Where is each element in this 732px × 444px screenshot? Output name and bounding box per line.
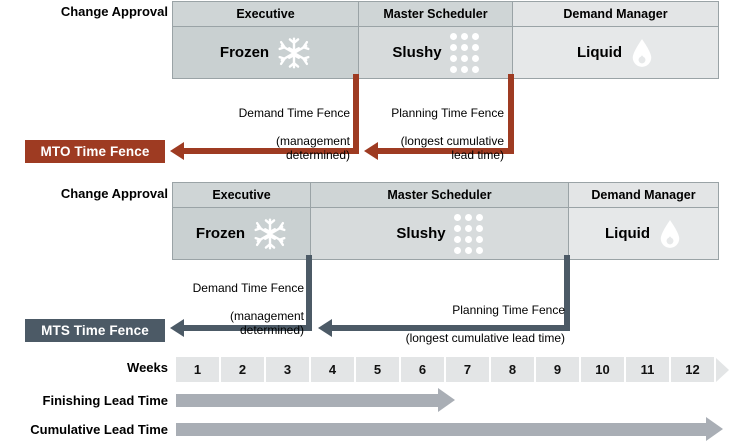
week-cell-6: 6 — [401, 357, 444, 382]
week-cell-11: 11 — [626, 357, 669, 382]
mto-demand-fence-title: Demand Time Fence — [238, 106, 350, 120]
mto-demand-fence-detail: (management determined) — [275, 134, 350, 162]
week-cell-5: 5 — [356, 357, 399, 382]
week-cell-10: 10 — [581, 357, 624, 382]
snowflake-icon — [278, 37, 310, 68]
mts-state-slushy: Slushy — [310, 208, 569, 260]
week-cell-12: 12 — [671, 357, 714, 382]
finishing-lead-time-arrowhead — [438, 388, 455, 412]
week-cell-2: 2 — [221, 357, 264, 382]
mto-change-approval-label: Change Approval — [60, 4, 168, 19]
mts-header-demand-manager: Demand Manager — [568, 182, 719, 208]
mts-header-executive: Executive — [172, 182, 311, 208]
mto-header-executive: Executive — [172, 1, 359, 27]
finishing-lead-time-bar — [176, 394, 438, 407]
slush-dots-icon — [453, 213, 483, 254]
mto-planning-fence-vline — [508, 74, 514, 154]
mto-state-liquid-label: Liquid — [577, 44, 622, 61]
mto-demand-fence-hline — [182, 148, 359, 154]
mto-time-fence-badge: MTO Time Fence — [25, 140, 165, 163]
mts-state-frozen: Frozen — [172, 208, 311, 260]
mts-state-frozen-label: Frozen — [195, 225, 246, 242]
week-cell-9: 9 — [536, 357, 579, 382]
week-cell-1: 1 — [176, 357, 219, 382]
week-cell-8: 8 — [491, 357, 534, 382]
week-cell-4: 4 — [311, 357, 354, 382]
mto-state-liquid: Liquid — [512, 27, 719, 79]
mto-header-demand-manager: Demand Manager — [512, 1, 719, 27]
cumulative-lead-time-label: Cumulative Lead Time — [30, 422, 168, 437]
mto-planning-fence-detail: (longest cumulative lead time) — [400, 134, 504, 162]
mts-state-slushy-label: Slushy — [396, 225, 446, 242]
mto-demand-time-fence-annotation: Demand Time Fence (management determined… — [200, 92, 350, 162]
finishing-lead-time-label: Finishing Lead Time — [42, 393, 168, 408]
mts-demand-time-fence-annotation: Demand Time Fence (management determined… — [156, 267, 304, 337]
mto-planning-time-fence-annotation: Planning Time Fence (longest cumulative … — [362, 92, 504, 162]
weeks-continuation-chevron-icon — [716, 357, 729, 382]
cumulative-lead-time-bar — [176, 423, 706, 436]
mts-demand-fence-arrowhead — [170, 319, 184, 337]
snowflake-icon — [254, 218, 286, 249]
mts-planning-fence-arrowhead — [318, 319, 332, 337]
mto-demand-fence-vline — [353, 74, 359, 154]
mts-planning-fence-title: Planning Time Fence — [452, 303, 565, 317]
mts-planning-time-fence-annotation: Planning Time Fence (longest cumulative … — [360, 289, 565, 345]
mts-planning-fence-hline — [330, 325, 570, 331]
mts-state-liquid: Liquid — [568, 208, 719, 260]
mto-planning-fence-title: Planning Time Fence — [391, 106, 504, 120]
week-cell-3: 3 — [266, 357, 309, 382]
mto-state-frozen: Frozen — [172, 27, 359, 79]
mts-state-liquid-label: Liquid — [605, 225, 650, 242]
slush-dots-icon — [449, 32, 479, 73]
mts-demand-fence-hline — [182, 325, 312, 331]
mts-planning-fence-detail: (longest cumulative lead time) — [405, 331, 565, 345]
mto-state-slushy: Slushy — [358, 27, 513, 79]
mts-time-fence-badge: MTS Time Fence — [25, 319, 165, 342]
mts-demand-fence-vline — [306, 255, 312, 331]
mto-state-slushy-label: Slushy — [392, 44, 442, 61]
mto-state-frozen-label: Frozen — [219, 44, 270, 61]
mts-demand-fence-title: Demand Time Fence — [192, 281, 304, 295]
weeks-label: Weeks — [127, 360, 168, 375]
mts-change-approval-label: Change Approval — [60, 186, 168, 201]
droplet-icon — [632, 38, 652, 67]
mto-header-master-scheduler: Master Scheduler — [358, 1, 513, 27]
mts-header-master-scheduler: Master Scheduler — [310, 182, 569, 208]
mto-demand-fence-arrowhead — [170, 142, 184, 160]
week-cell-7: 7 — [446, 357, 489, 382]
droplet-icon — [660, 219, 680, 248]
mts-planning-fence-vline — [564, 255, 570, 331]
mts-demand-fence-detail: (management determined) — [229, 309, 304, 337]
cumulative-lead-time-arrowhead — [706, 417, 723, 441]
mto-planning-fence-hline — [376, 148, 514, 154]
mto-planning-fence-arrowhead — [364, 142, 378, 160]
